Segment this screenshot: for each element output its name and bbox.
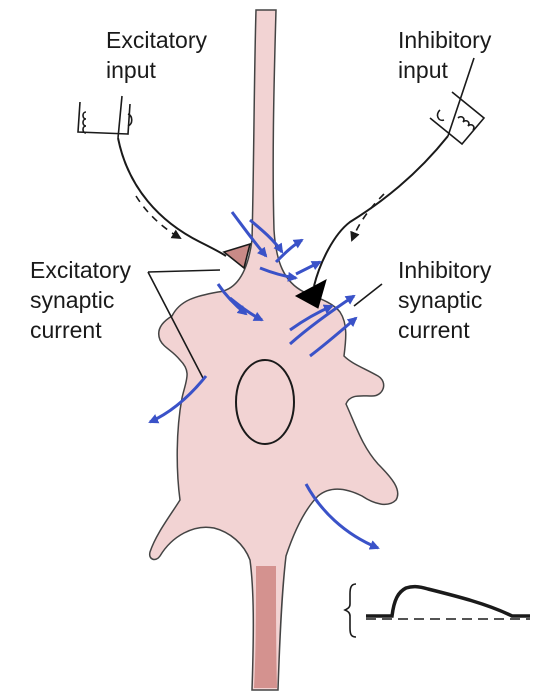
excitatory-input-group: Excitatory input — [78, 27, 250, 268]
excitatory-input-label: Excitatory input — [106, 27, 213, 83]
inhibitory-synaptic-current-label: Inhibitory synaptic current — [398, 257, 498, 343]
excitatory-synaptic-current-label: Excitatory synaptic current — [30, 257, 137, 343]
inhibitory-synaptic-current-group: Inhibitory synaptic current — [354, 257, 498, 343]
inhibitory-input-label: Inhibitory input — [398, 27, 498, 83]
neuron — [150, 10, 398, 690]
trace-waveform — [366, 587, 530, 616]
axon-hillock — [254, 566, 277, 688]
excitatory-axon — [118, 138, 226, 256]
membrane-potential-trace-icon — [345, 584, 530, 637]
current-arrow-icon — [296, 262, 320, 274]
coil-electrode-icon — [78, 96, 132, 138]
inhibitory-label-leader — [354, 284, 382, 306]
trace-brace — [345, 584, 356, 637]
excitatory-current-direction-arrow — [136, 196, 180, 238]
